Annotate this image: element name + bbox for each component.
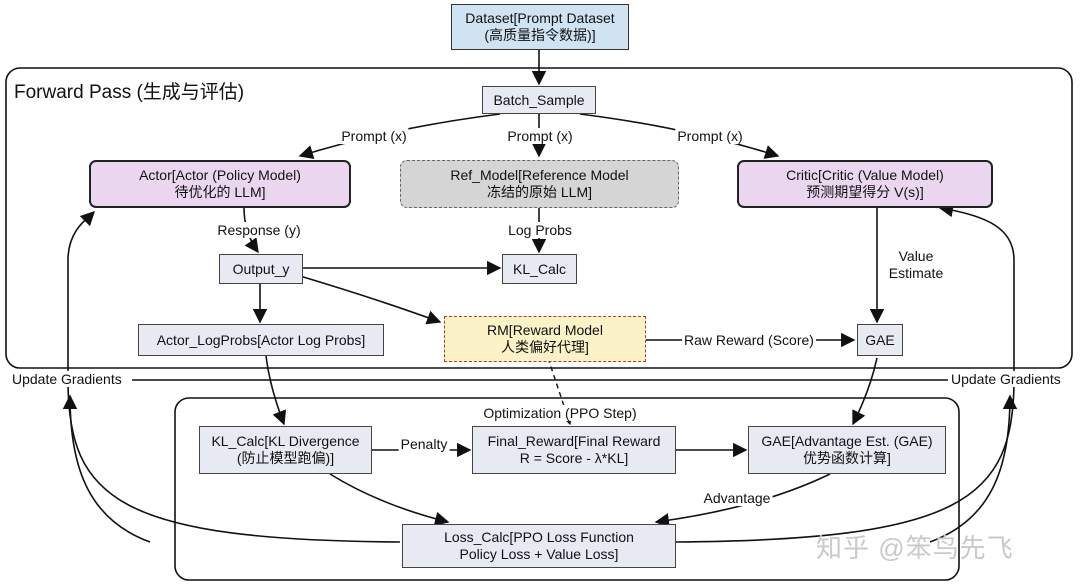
loss-calc-line-1: Loss_Calc[PPO Loss Function — [444, 529, 634, 545]
critic-node[interactable]: Critic[Critic (Value Model) 预测期望得分 V(s)] — [737, 160, 993, 208]
arrow-loss-actor — [67, 210, 401, 543]
gae-top-label: GAE — [865, 331, 895, 348]
advantage-gae-line-2: 优势函数计算] — [803, 450, 891, 466]
label-log-probs: Log Probs — [506, 222, 574, 238]
label-penalty: Penalty — [398, 436, 450, 452]
batch-sample-label: Batch_Sample — [493, 91, 585, 108]
label-prompt-left: Prompt (x) — [339, 128, 409, 144]
final-reward-line-1: Final_Reward[Final Reward — [487, 433, 661, 449]
reward-model-line-2: 人类偏好代理] — [501, 339, 589, 355]
loss-calc-line-2: Policy Loss + Value Loss] — [459, 546, 619, 562]
actor-node[interactable]: Actor[Actor (Policy Model) 待优化的 LLM] — [89, 160, 351, 208]
label-value-estimate-2: Estimate — [886, 265, 946, 281]
reward-model-node[interactable]: RM[Reward Model 人类偏好代理] — [444, 316, 646, 362]
label-value-estimate-1: Value — [896, 248, 936, 264]
kl-calc-top-node[interactable]: KL_Calc — [502, 254, 577, 284]
kl-divergence-node[interactable]: KL_Calc[KL Divergence (防止模型跑偏)] — [199, 426, 372, 474]
kl-divergence-line-2: (防止模型跑偏)] — [236, 450, 335, 466]
gae-top-node[interactable]: GAE — [857, 324, 903, 356]
actor-logprobs-label: Actor_LogProbs[Actor Log Probs] — [156, 331, 366, 348]
dataset-node[interactable]: Dataset[Prompt Dataset (高质量指令数据)] — [451, 4, 629, 50]
ref-model-line-1: Ref_Model[Reference Model — [450, 167, 629, 183]
arrow-output-rm — [299, 275, 442, 325]
arrow-loss-gradients-left — [62, 394, 151, 543]
label-update-gradients-left: Update Gradients — [10, 371, 124, 387]
final-reward-line-2: R = Score - λ*KL] — [519, 450, 629, 466]
advantage-gae-node[interactable]: GAE[Advantage Est. (GAE) 优势函数计算] — [748, 426, 946, 474]
label-response: Response (y) — [215, 222, 303, 238]
arrow-klopt-loss — [329, 473, 450, 526]
reward-model-line-1: RM[Reward Model — [487, 322, 603, 338]
ref-model-node[interactable]: Ref_Model[Reference Model 冻结的原始 LLM] — [400, 160, 679, 208]
critic-line-1: Critic[Critic (Value Model) — [786, 167, 944, 183]
kl-divergence-line-1: KL_Calc[KL Divergence — [211, 433, 360, 449]
optimization-title: Optimization (PPO Step) — [481, 405, 639, 421]
final-reward-node[interactable]: Final_Reward[Final Reward R = Score - λ*… — [472, 426, 676, 474]
actor-line-1: Actor[Actor (Policy Model) — [139, 167, 301, 183]
forward-pass-title: Forward Pass (生成与评估) — [14, 82, 245, 103]
label-raw-reward: Raw Reward (Score) — [682, 332, 816, 348]
dataset-line-2: (高质量指令数据)] — [484, 27, 596, 43]
advantage-gae-line-1: GAE[Advantage Est. (GAE) — [761, 433, 933, 449]
arrow-gae-gaeopt — [852, 357, 878, 426]
loss-calc-node[interactable]: Loss_Calc[PPO Loss Function Policy Loss … — [402, 524, 676, 568]
dataset-line-1: Dataset[Prompt Dataset — [465, 10, 615, 26]
actor-logprobs-node[interactable]: Actor_LogProbs[Actor Log Probs] — [138, 324, 384, 356]
actor-line-2: 待优化的 LLM] — [174, 184, 266, 200]
watermark: 知乎 @笨鸟先飞 — [816, 533, 1014, 563]
kl-calc-top-label: KL_Calc — [513, 260, 566, 277]
optimization-frame — [174, 397, 960, 581]
label-prompt-mid: Prompt (x) — [505, 128, 575, 144]
arrow-loss-gradients-right — [929, 394, 1018, 543]
arrow-logprobs-klopt — [265, 355, 287, 426]
ref-model-line-2: 冻结的原始 LLM] — [486, 184, 592, 200]
label-advantage: Advantage — [701, 490, 773, 506]
output-y-node[interactable]: Output_y — [219, 254, 303, 284]
batch-sample-node[interactable]: Batch_Sample — [482, 86, 596, 114]
label-update-gradients-right: Update Gradients — [949, 371, 1063, 387]
critic-line-2: 预测期望得分 V(s)] — [806, 184, 924, 200]
output-y-label: Output_y — [232, 260, 290, 277]
label-prompt-right: Prompt (x) — [675, 128, 745, 144]
